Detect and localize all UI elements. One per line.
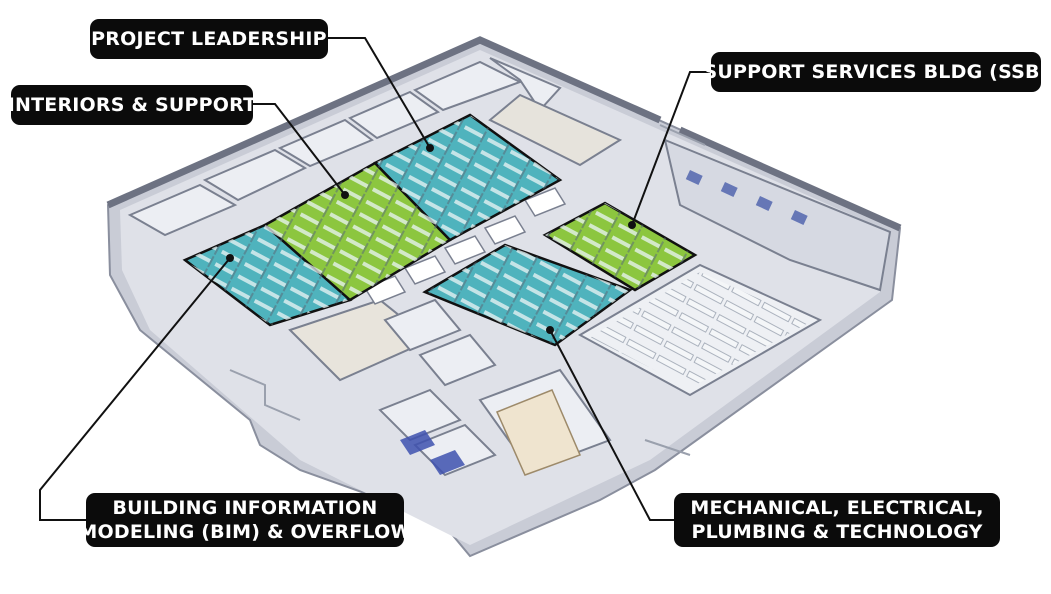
- blue-booths: [400, 430, 465, 475]
- leader-dot-bim: [226, 254, 234, 262]
- outer-wall-left: [106, 36, 662, 209]
- perimeter-offices: [127, 57, 562, 237]
- training-room-benches: [590, 272, 810, 388]
- leader-dot-project-leadership: [426, 144, 434, 152]
- callout-support-services: SUPPORT SERVICES BLDG (SSB): [703, 52, 1048, 92]
- callout-interiors-support: INTERIORS & SUPPORT: [8, 85, 256, 125]
- callout-project-leadership: PROJECT LEADERSHIP: [90, 19, 328, 59]
- stairs: [229, 124, 706, 456]
- outer-wall-right: [678, 126, 902, 232]
- callout-support-services-text: SUPPORT SERVICES BLDG (SSB): [703, 61, 1049, 83]
- leader-support-services: [631, 71, 710, 226]
- callout-interiors-support-text: INTERIORS & SUPPORT: [7, 94, 257, 116]
- callout-mep-line1: MECHANICAL, ELECTRICAL,: [690, 497, 984, 519]
- leader-project-leadership: [325, 37, 431, 149]
- callout-mep-technology: MECHANICAL, ELECTRICAL, PLUMBING & TECHN…: [674, 493, 1000, 547]
- leader-dot-support-services: [628, 221, 636, 229]
- conference-table: [495, 389, 582, 476]
- leader-interiors-support: [250, 103, 346, 196]
- leader-lines: [39, 37, 710, 521]
- callout-project-leadership-text: PROJECT LEADERSHIP: [91, 28, 327, 50]
- ssb-rooms: [685, 170, 808, 225]
- callout-bim-line1: BUILDING INFORMATION: [112, 497, 378, 519]
- ssb-building: [663, 138, 892, 292]
- leader-dot-mep: [546, 326, 554, 334]
- callout-mep-line2: PLUMBING & TECHNOLOGY: [691, 521, 983, 543]
- leader-bim: [39, 257, 231, 521]
- callout-bim-line2: MODELING (BIM) & OVERFLOW: [78, 521, 412, 543]
- zone-desk-patterns: [185, 115, 695, 345]
- leader-mep: [549, 329, 675, 521]
- callout-bim-overflow: BUILDING INFORMATION MODELING (BIM) & OV…: [78, 493, 411, 547]
- lounge-area: [488, 93, 623, 167]
- leader-dot-interiors-support: [341, 191, 349, 199]
